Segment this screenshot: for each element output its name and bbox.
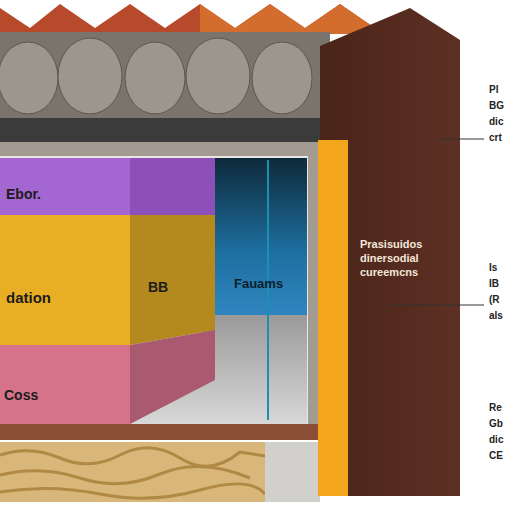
callout-label: BG xyxy=(489,100,504,112)
purple-band: Ebor. xyxy=(0,158,130,215)
callout-label: (R xyxy=(489,294,500,306)
yellow-side xyxy=(130,215,215,345)
brown-panel-note: Prasisuidos dinersodial cureemcns xyxy=(356,234,456,298)
band-label: Coss xyxy=(4,387,38,405)
insulation-fibres xyxy=(0,448,265,498)
callout-label: Gb xyxy=(489,418,503,430)
pink-band: Coss xyxy=(0,345,130,424)
callout-label: dic xyxy=(489,116,503,128)
yellow-band: dationBB xyxy=(0,215,130,345)
leader-line xyxy=(388,305,484,306)
blue-panel-back xyxy=(215,158,307,315)
roof-tiles xyxy=(0,4,390,34)
stones xyxy=(0,38,312,114)
sill-strip xyxy=(0,424,320,440)
yellow-stud xyxy=(318,140,348,496)
callout-label: Is xyxy=(489,262,497,274)
wall-interior xyxy=(0,156,308,426)
band-label: Ebor. xyxy=(6,186,41,204)
band-label: dation xyxy=(6,289,51,308)
callout-label: Pl xyxy=(489,84,498,96)
callout-label: IB xyxy=(489,278,499,290)
insulation-base xyxy=(0,442,265,502)
leader-line xyxy=(440,139,484,140)
callout-label: crt xyxy=(489,132,502,144)
band-label: BB xyxy=(148,279,168,297)
gravel xyxy=(265,442,320,502)
pink-side xyxy=(130,330,215,424)
band-label: Prasisuidos dinersodial cureemcns xyxy=(360,238,446,279)
purple-side xyxy=(130,158,215,215)
membrane-strip xyxy=(0,118,330,142)
wall-frame xyxy=(0,142,320,440)
callout-label: CE xyxy=(489,450,503,462)
callout-label: dic xyxy=(489,434,503,446)
blue-panel: Fauams xyxy=(228,270,306,302)
callout-label: als xyxy=(489,310,503,322)
band-label: Fauams xyxy=(234,276,283,292)
callout-label: Re xyxy=(489,402,502,414)
